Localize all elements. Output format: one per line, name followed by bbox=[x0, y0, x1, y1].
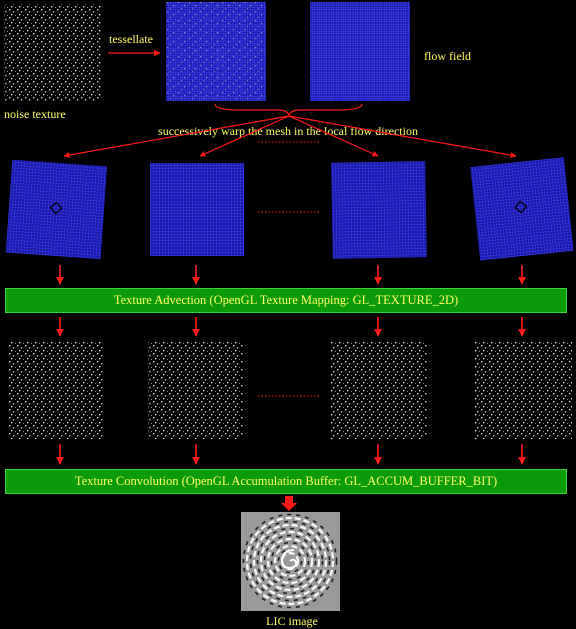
advected-texture-3 bbox=[331, 342, 427, 439]
warp-arrows bbox=[63, 115, 517, 159]
grouping-brace bbox=[214, 103, 363, 117]
arrow-to-lic bbox=[281, 496, 297, 511]
flow-field-label: flow field bbox=[424, 49, 471, 63]
advected-texture-1 bbox=[9, 341, 103, 439]
noise-texture-label: noise texture bbox=[4, 107, 66, 121]
warped-mesh-1 bbox=[5, 159, 108, 260]
arrows-to-convolution bbox=[56, 444, 526, 465]
warp-caption: successively warp the mesh in the local … bbox=[158, 124, 418, 138]
advected-texture-4 bbox=[475, 341, 572, 439]
tessellated-mesh-image bbox=[166, 2, 266, 101]
warped-mesh-2 bbox=[150, 163, 244, 256]
texture-convolution-stage: Texture Convolution (OpenGL Accumulation… bbox=[5, 469, 567, 494]
tessellate-label: tessellate bbox=[109, 32, 153, 46]
warped-mesh-4 bbox=[470, 157, 574, 261]
noise-texture-image bbox=[4, 4, 101, 101]
warped-mesh-3 bbox=[331, 161, 427, 259]
lic-image bbox=[241, 512, 340, 611]
lic-image-label: LIC image bbox=[266, 614, 318, 628]
arrows-to-advection bbox=[56, 265, 526, 285]
arrows-to-advected bbox=[56, 317, 526, 337]
advected-texture-2 bbox=[148, 342, 243, 439]
texture-advection-stage: Texture Advection (OpenGL Texture Mappin… bbox=[5, 288, 567, 313]
flow-field-mesh-image bbox=[310, 2, 410, 101]
